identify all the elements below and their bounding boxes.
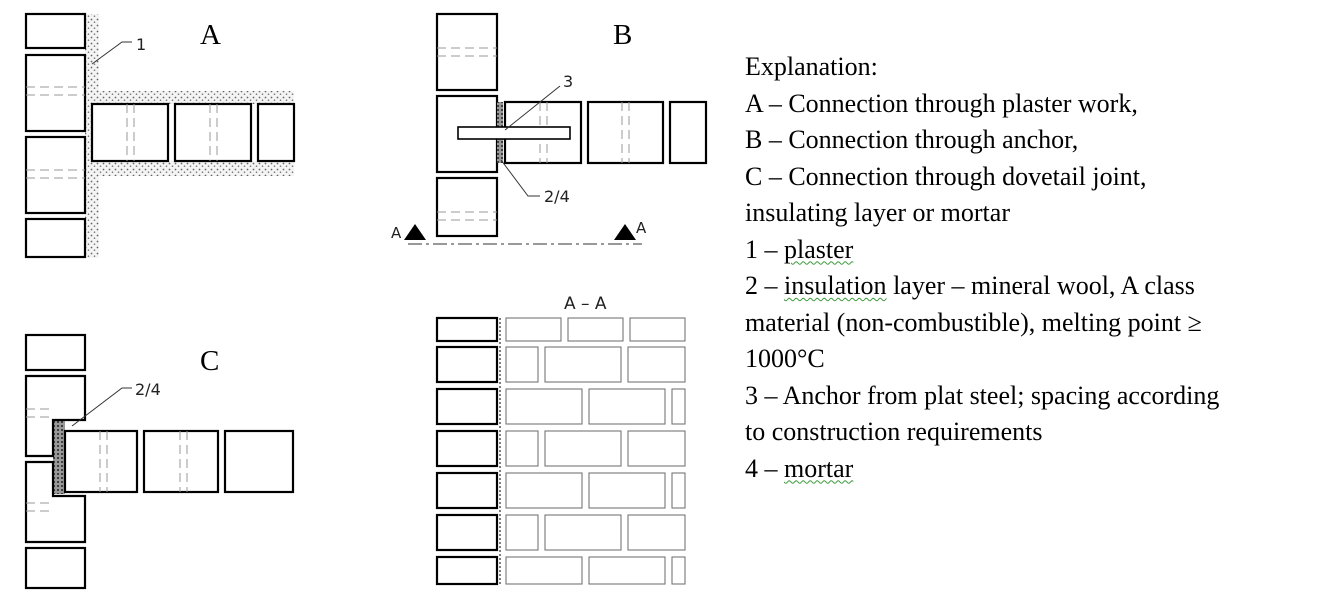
wall-brick (24, 12, 87, 50)
callout-2-4: 2/4 (135, 380, 161, 399)
steel-anchor (457, 126, 571, 140)
dovetail-mortar (53, 421, 65, 425)
legend-line-2-cont2: 1000°C (745, 344, 825, 373)
legend-line-2: 2 – insulation layer – mineral wool, A c… (745, 271, 1195, 300)
callout-3: 3 (563, 72, 573, 91)
legend-line-c-cont: insulating layer or mortar (745, 198, 1010, 227)
joining-brick (90, 102, 170, 163)
joining-brick (63, 429, 139, 494)
section-mark-left: A (391, 224, 402, 242)
legend-line-c: C – Connection through dovetail joint, (745, 161, 1147, 191)
wall-brick (24, 374, 87, 458)
panel-a-label: A (200, 19, 221, 51)
dovetail-mortar (53, 490, 65, 494)
legend-heading: Explanation: (745, 52, 878, 81)
panel-c: 2/4 C (24, 333, 295, 590)
wall-brick (24, 546, 87, 590)
callout-2-4: 2/4 (544, 187, 570, 206)
plaster-layer (85, 91, 294, 104)
joining-brick (668, 100, 708, 165)
joining-brick (256, 102, 296, 163)
section-a-a: A – A (435, 294, 686, 586)
panel-b: 3 2/4 A A B (391, 12, 708, 245)
dovetail-mortar (53, 421, 65, 490)
legend-line-b: B – Connection through anchor, (745, 125, 1079, 154)
legend-line-4: 4 – mortar (745, 453, 854, 483)
wall-brick (24, 460, 87, 544)
wall-brick (435, 12, 499, 92)
wall-brick (24, 135, 87, 215)
section-arrow (404, 224, 426, 240)
joining-brick (142, 429, 220, 494)
callout-1: 1 (136, 35, 146, 54)
explanation-legend: Explanation: A – Connection through plas… (745, 49, 1335, 487)
section-mark-right: A (636, 219, 647, 237)
wall-brick (435, 176, 499, 238)
wall-brick (24, 53, 87, 133)
section-title: A – A (564, 294, 607, 314)
joining-brick (173, 102, 253, 163)
legend-line-1: 1 – plaster (745, 234, 854, 264)
brick-bond (505, 317, 686, 585)
section-arrow (614, 224, 636, 240)
legend-line-2-cont: material (non-combustible), melting poin… (745, 307, 1202, 337)
legend-line-3: 3 – Anchor from plat steel; spacing acco… (745, 380, 1220, 410)
panel-b-label: B (613, 19, 632, 51)
wall-brick (24, 333, 87, 372)
joining-brick (586, 100, 665, 165)
wall-brick (24, 217, 87, 259)
joining-brick (223, 429, 295, 494)
legend-line-3-cont: to construction requirements (745, 417, 1043, 446)
legend-line-a: A – Connection through plaster work, (745, 88, 1138, 118)
plaster-layer (85, 161, 294, 176)
panel-a: 1 A (24, 12, 296, 259)
panel-c-label: C (200, 345, 219, 377)
